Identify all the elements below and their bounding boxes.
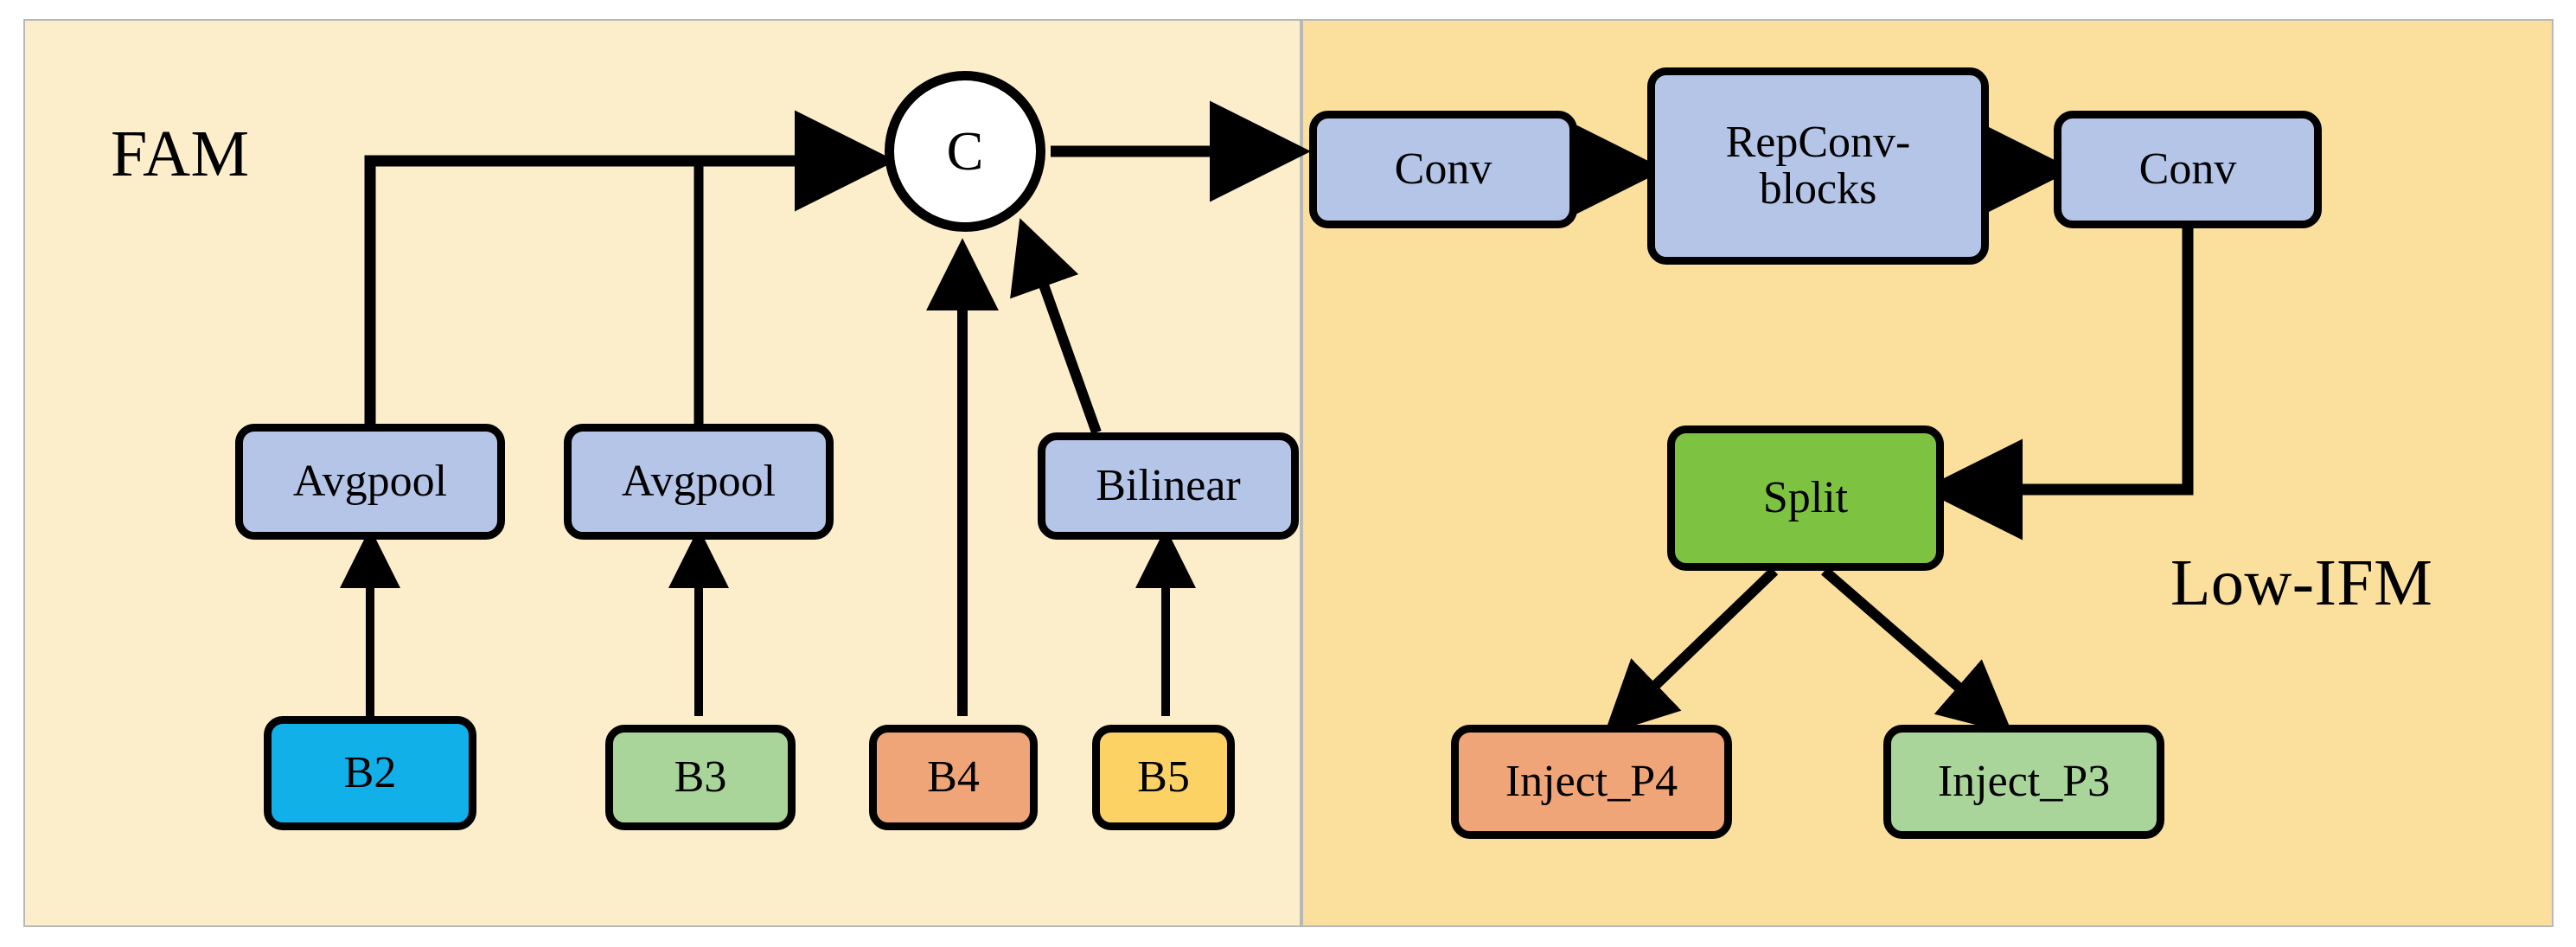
node-split-label: Split [1762, 473, 1849, 523]
node-repconv-blocks-label: RepConv- blocks [1725, 118, 1911, 214]
node-bilinear[interactable]: Bilinear [1038, 432, 1299, 540]
node-avgpool-2[interactable]: Avgpool [564, 424, 834, 540]
node-b4-label: B4 [927, 752, 980, 803]
node-b5[interactable]: B5 [1092, 725, 1235, 830]
node-b2-label: B2 [343, 748, 397, 798]
concat-junction-node[interactable]: C [885, 71, 1045, 232]
node-inject-p4-label: Inject_P4 [1505, 757, 1678, 807]
node-b4[interactable]: B4 [869, 725, 1038, 830]
node-bilinear-label: Bilinear [1096, 461, 1241, 511]
node-avgpool-2-label: Avgpool [621, 457, 777, 507]
node-inject-p4[interactable]: Inject_P4 [1451, 725, 1732, 839]
node-repconv-blocks[interactable]: RepConv- blocks [1647, 67, 1989, 265]
node-conv-1[interactable]: Conv [1309, 111, 1577, 228]
fam-panel-label: FAM [111, 118, 250, 190]
node-split[interactable]: Split [1667, 426, 1944, 571]
node-avgpool-1[interactable]: Avgpool [235, 424, 505, 540]
node-b3[interactable]: B3 [605, 725, 796, 830]
node-inject-p3[interactable]: Inject_P3 [1883, 725, 2164, 839]
node-b3-label: B3 [674, 752, 727, 803]
node-b5-label: B5 [1137, 752, 1190, 803]
node-avgpool-1-label: Avgpool [292, 457, 448, 507]
node-b2[interactable]: B2 [264, 716, 476, 830]
node-inject-p3-label: Inject_P3 [1937, 757, 2111, 807]
node-conv-2[interactable]: Conv [2054, 111, 2322, 228]
node-conv-1-label: Conv [1394, 144, 1493, 195]
concat-junction-label: C [946, 120, 984, 182]
node-conv-2-label: Conv [2138, 144, 2237, 195]
low-ifm-panel-label: Low-IFM [2170, 547, 2433, 619]
